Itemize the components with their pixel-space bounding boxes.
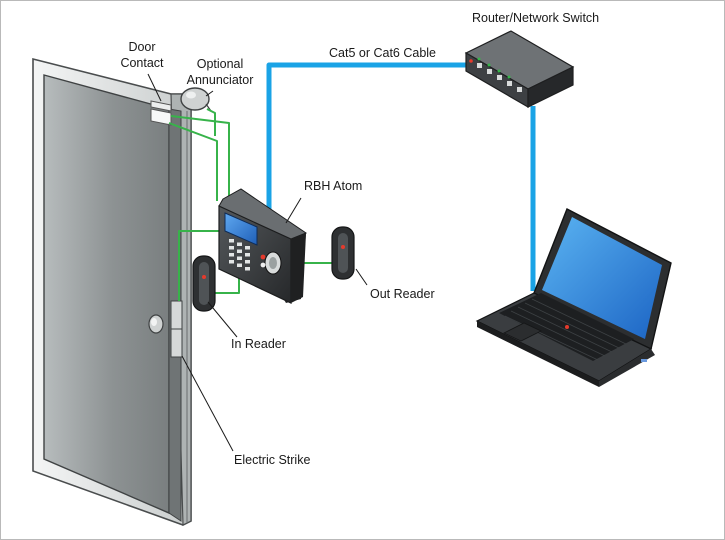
out-reader-label: Out Reader <box>370 287 435 301</box>
electric-strike-icon <box>170 300 183 358</box>
door-contact-label: Door <box>128 40 155 54</box>
status-led-icon <box>260 254 266 260</box>
router-label: Router/Network Switch <box>472 11 599 25</box>
network-cable <box>266 62 536 291</box>
electric-strike-label: Electric Strike <box>234 453 310 467</box>
door-contact-icon <box>150 100 172 126</box>
rbh-atom-controller <box>218 188 308 304</box>
annunciator-label-2: Annunciator <box>187 73 254 87</box>
door-contact-label-2: Contact <box>120 56 164 70</box>
door <box>43 74 188 523</box>
controller-wiring <box>168 108 333 301</box>
controller-label: RBH Atom <box>304 179 362 193</box>
out-reader-icon <box>331 226 355 280</box>
in-reader-label: In Reader <box>231 337 286 351</box>
annunciator-icon <box>180 87 212 112</box>
annunciator-label: Optional <box>197 57 244 71</box>
in-reader-icon <box>192 255 216 312</box>
laptop-icon <box>475 208 672 387</box>
router-switch-icon <box>464 30 575 109</box>
keypad-icon <box>229 239 250 271</box>
door-handle-icon <box>148 314 164 334</box>
lcd-screen-icon <box>224 212 258 246</box>
fingerprint-sensor-icon <box>264 251 282 275</box>
trackpad-icon <box>503 322 542 342</box>
cable-label: Cat5 or Cat6 Cable <box>329 46 436 60</box>
leader-lines <box>147 73 368 452</box>
